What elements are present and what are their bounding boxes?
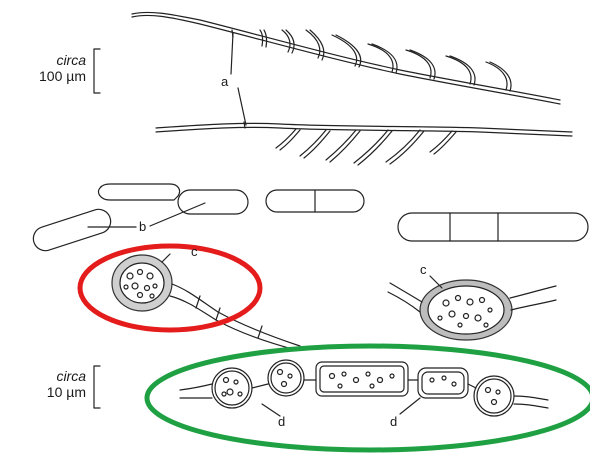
label-c-left: c (191, 244, 198, 259)
branched-filament-lower (156, 122, 572, 165)
scale-bracket-100um (94, 49, 100, 93)
label-c-right: c (420, 262, 427, 277)
heterocyst-cell-right (388, 276, 556, 340)
cells-b (30, 184, 588, 254)
label-a-leader-lower (238, 88, 246, 125)
scale-qualifier-100um: circa (16, 52, 86, 68)
akinete-filament (180, 360, 548, 416)
scale-bracket-10um (94, 366, 100, 408)
scale-value-10um: 10 µm (16, 384, 86, 400)
label-d-right: d (390, 414, 397, 429)
label-b: b (139, 219, 146, 234)
heterocyst-cell-left (112, 254, 300, 350)
label-a: a (221, 74, 228, 89)
scale-value-100um: 100 µm (16, 68, 86, 84)
scale-qualifier-10um: circa (16, 368, 86, 384)
scale-label-10um: circa 10 µm (16, 368, 86, 400)
label-a-leader-upper (231, 33, 233, 74)
scale-label-100um: circa 100 µm (16, 52, 86, 84)
branched-filament-upper (132, 12, 560, 104)
label-d-left: d (278, 414, 285, 429)
